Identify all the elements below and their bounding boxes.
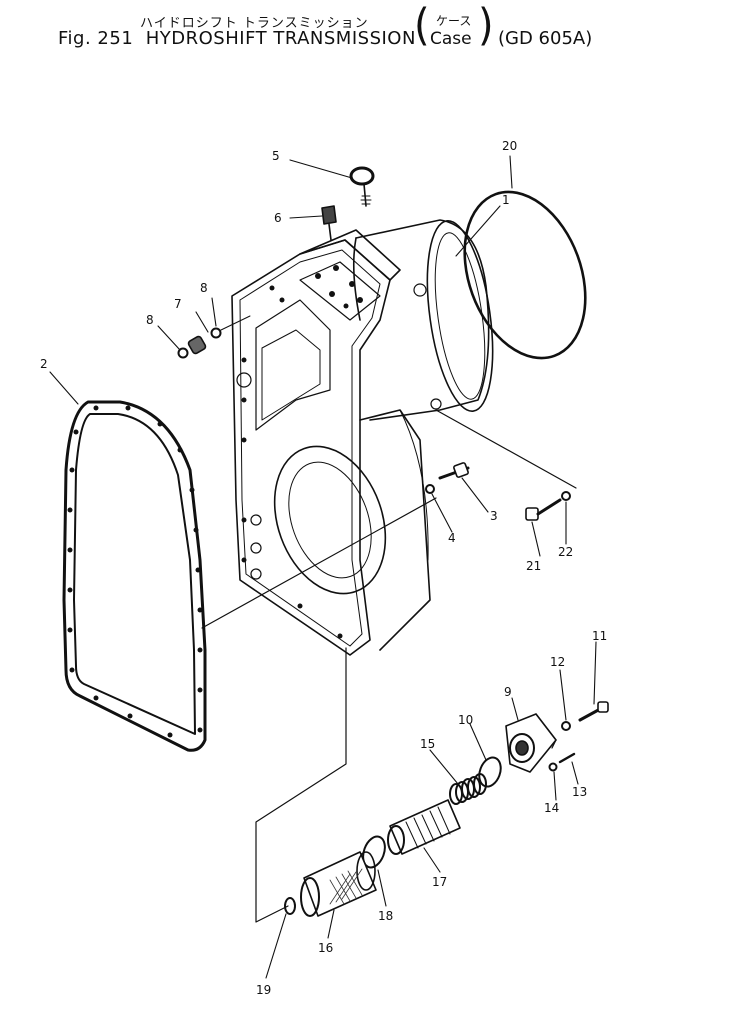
o-ring-18-part xyxy=(362,835,386,869)
callout-13: 13 xyxy=(572,785,587,799)
callout-11: 11 xyxy=(592,629,607,643)
close-paren: ) xyxy=(478,0,494,51)
callout-5: 5 xyxy=(272,149,280,163)
title-japanese: ハイドロシフト トランスミッション xyxy=(140,16,369,31)
breather-part xyxy=(321,205,337,241)
bolt-washer-parts-21-22 xyxy=(525,491,571,521)
bolt-washer-parts-3-4 xyxy=(425,462,470,494)
callout-21: 21 xyxy=(526,559,541,573)
subtitle-english: Case xyxy=(430,29,472,49)
o-ring-19-part xyxy=(284,897,296,915)
subtitle-japanese: ケース xyxy=(436,14,472,28)
eye-bolt-part xyxy=(349,166,375,207)
callout-6: 6 xyxy=(274,211,282,225)
callout-12: 12 xyxy=(550,655,565,669)
small-bolt-parts xyxy=(548,701,609,772)
callout-18: 18 xyxy=(378,909,393,923)
callout-8b: 8 xyxy=(146,313,154,327)
assembly-guide-lines xyxy=(201,409,577,923)
model-label: (GD 605A) xyxy=(498,28,593,49)
filter-cover-part xyxy=(505,713,557,773)
callout-9: 9 xyxy=(504,685,512,699)
open-paren: ( xyxy=(414,0,430,51)
callout-leaders xyxy=(49,155,597,979)
filter-case-part xyxy=(300,851,377,917)
callout-20: 20 xyxy=(502,139,517,153)
callout-10: 10 xyxy=(458,713,473,727)
figure-label: Fig. 251 xyxy=(58,28,134,49)
callout-1: 1 xyxy=(502,193,510,207)
transmission-case-part xyxy=(231,219,494,656)
callout-22: 22 xyxy=(558,545,573,559)
figure-title: HYDROSHIFT TRANSMISSION xyxy=(145,28,416,49)
callout-16: 16 xyxy=(318,941,333,955)
callout-15: 15 xyxy=(420,737,435,751)
callout-17: 17 xyxy=(432,875,447,889)
spring-part xyxy=(449,773,487,805)
callout-3: 3 xyxy=(490,509,498,523)
filter-element-part xyxy=(387,799,461,855)
callout-7: 7 xyxy=(174,297,182,311)
callout-8a: 8 xyxy=(200,281,208,295)
gasket-part xyxy=(62,400,207,752)
o-ring-part xyxy=(463,190,587,360)
callout-19: 19 xyxy=(256,983,271,997)
o-ring-10-part xyxy=(478,756,502,788)
callout-2: 2 xyxy=(40,357,48,371)
plug-washer-parts xyxy=(177,315,251,359)
callout-14: 14 xyxy=(544,801,559,815)
callout-4: 4 xyxy=(448,531,456,545)
title-main: Fig. 251 HYDROSHIFT TRANSMISSION xyxy=(58,28,416,49)
callout-labels: 20 1 5 6 7 8 8 2 3 4 21 22 9 10 11 12 13… xyxy=(40,139,607,997)
